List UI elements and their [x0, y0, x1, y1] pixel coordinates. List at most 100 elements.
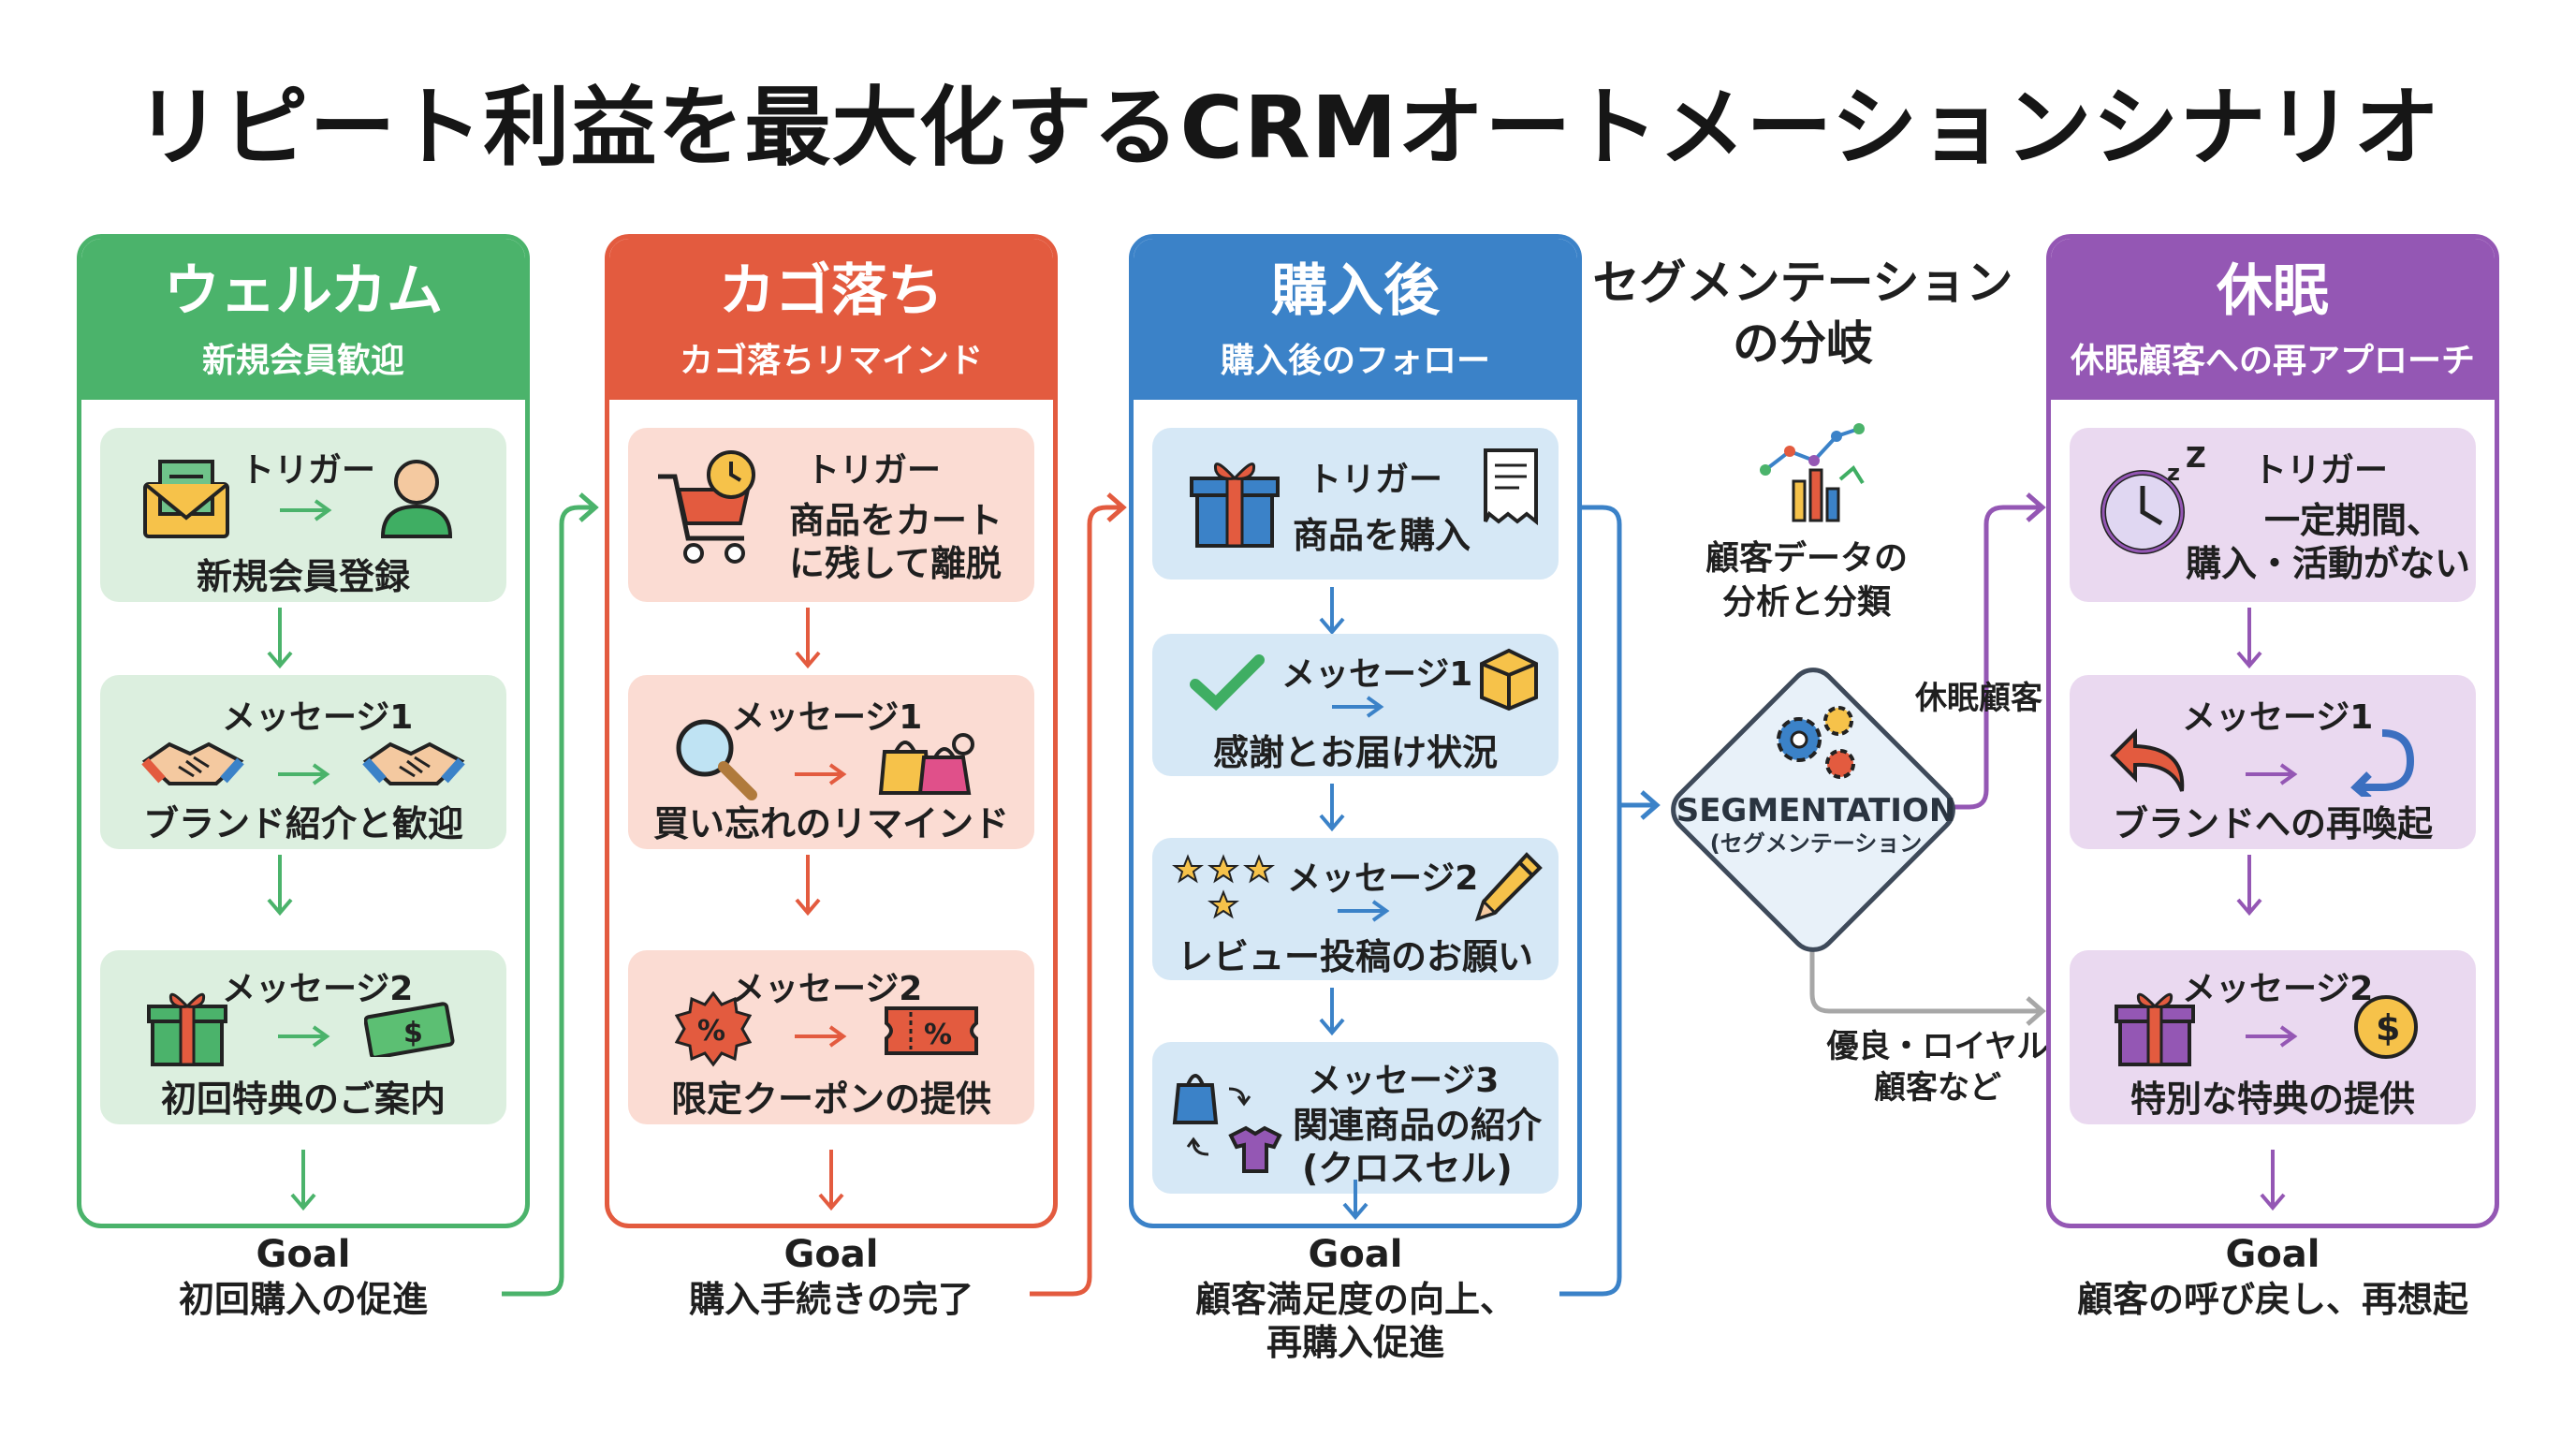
branch-loyal-label: 優良・ロイヤル 顧客など — [1807, 1026, 2069, 1108]
welcome-subtitle: 新規会員歓迎 — [201, 342, 404, 380]
svg-text:$: $ — [2376, 1007, 2400, 1049]
dormant-message2-label: メッセージ2 — [2182, 970, 2374, 1008]
dormant-subtitle: 休眠顧客への再アプローチ — [2070, 342, 2475, 380]
segmentation-analysis-line1: 顧客データの — [1705, 539, 1908, 578]
purchase-message2-label: メッセージ2 — [1287, 859, 1479, 898]
arrow-down-icon — [1342, 1180, 1368, 1221]
dormant-goal-label: Goal — [2225, 1233, 2320, 1276]
analytics-chart-icon — [1760, 423, 1865, 522]
return-arrow-icon — [2350, 729, 2415, 797]
checkmark-icon — [1190, 654, 1265, 711]
connector-welcome-to-cart — [502, 505, 593, 1297]
welcome-goal-label: Goal — [256, 1233, 351, 1276]
dormant-message1-text: ブランドへの再喚起 — [2112, 803, 2433, 844]
welcome-title: ウェルカム — [163, 258, 444, 324]
arrow-down-icon — [290, 1150, 316, 1211]
dormant-header: 休眠 休眠顧客への再アプローチ — [2051, 239, 2495, 400]
arrow-down-icon — [818, 1150, 844, 1211]
cart-message2-text: 限定クーポンの提供 — [670, 1078, 991, 1120]
arrow-right-icon — [795, 763, 847, 785]
purchase-message3-text-line2: (クロスセル) — [1302, 1148, 1513, 1189]
receipt-icon — [1484, 448, 1538, 525]
arrow-right-icon — [280, 499, 332, 521]
purchase-message3-card: メッセージ3 関連商品の紹介 (クロスセル) — [1152, 1042, 1559, 1194]
cart-message1-label: メッセージ1 — [731, 698, 923, 737]
handshake-icon — [362, 741, 465, 785]
cart-trigger-label: トリガー — [806, 451, 942, 490]
cart-title: カゴ落ち — [719, 258, 944, 324]
coin-icon: $ — [2354, 995, 2418, 1059]
cart-message2-label: メッセージ2 — [731, 970, 923, 1008]
arrow-right-icon — [1332, 696, 1384, 718]
dormant-trigger-text-line2: 購入・活動がない — [2186, 543, 2471, 584]
arrow-down-icon — [267, 855, 293, 917]
pencil-icon — [1474, 852, 1543, 922]
purchase-goal-text-line1: 顧客満足度の向上、 — [1194, 1278, 1515, 1320]
purchase-column: 購入後 購入後のフォロー トリガー 商品を購入 メッセージ1 感謝とお届け状況 — [1129, 234, 1582, 1228]
coupon-ticket-icon: % — [885, 1006, 978, 1055]
discount-badge-icon: % — [675, 991, 752, 1067]
dormant-goal: Goal 顧客の呼び戻し、再想起 — [2046, 1232, 2499, 1321]
arrow-down-icon — [1319, 988, 1345, 1036]
welcome-trigger-text: 新規会員登録 — [196, 556, 410, 597]
cart-trigger-text-line1: 商品をカート — [789, 500, 1003, 541]
welcome-message1-card: メッセージ1 ブランド紹介と歓迎 — [100, 675, 506, 849]
shopping-bags-icon — [878, 733, 974, 795]
segmentation-title-line2: の分岐 — [1733, 316, 1873, 371]
welcome-column: ウェルカム 新規会員歓迎 トリガー 新規会員登録 メッセージ1 — [77, 234, 530, 1228]
purchase-message1-text: 感謝とお届け状況 — [1212, 732, 1498, 773]
cross-sell-icon — [1172, 1074, 1282, 1173]
gift-icon — [147, 992, 227, 1066]
purchase-message1-card: メッセージ1 感謝とお届け状況 — [1152, 634, 1559, 776]
purchase-goal: Goal 顧客満足度の向上、 再購入促進 — [1129, 1232, 1582, 1365]
gift-icon — [2115, 992, 2195, 1066]
purchase-trigger-text: 商品を購入 — [1293, 515, 1471, 556]
segmentation-analysis: 顧客データの 分析と分類 — [1666, 537, 1947, 625]
purchase-message2-card: メッセージ2 レビュー投稿のお願い — [1152, 838, 1559, 980]
dormant-message2-text: 特別な特典の提供 — [2130, 1078, 2415, 1120]
branch-dormant-label: 休眠顧客 — [1915, 680, 2042, 717]
dormant-trigger-card: z Z トリガー 一定期間、 購入・活動がない — [2070, 428, 2476, 602]
svg-text:%: % — [697, 1015, 725, 1048]
arrow-right-icon — [1338, 900, 1390, 922]
purchase-trigger-card: トリガー 商品を購入 — [1152, 428, 1559, 580]
arrow-down-icon — [267, 608, 293, 669]
arrow-down-icon — [2236, 608, 2262, 669]
welcome-message2-card: メッセージ2 $ 初回特典のご案内 — [100, 950, 506, 1124]
purchase-message2-text: レビュー投稿のお願い — [1177, 936, 1533, 977]
cart-goal: Goal 購入手続きの完了 — [605, 1232, 1058, 1321]
cart-goal-text: 購入手続きの完了 — [688, 1278, 973, 1320]
envelope-icon — [143, 460, 229, 538]
arrow-right-icon — [2246, 763, 2298, 785]
welcome-message2-label: メッセージ2 — [222, 970, 414, 1008]
welcome-goal-text: 初回購入の促進 — [178, 1278, 428, 1320]
cart-message2-card: メッセージ2 % % 限定クーポンの提供 — [628, 950, 1034, 1124]
dormant-message1-card: メッセージ1 ブランドへの再喚起 — [2070, 675, 2476, 849]
dormant-message2-card: メッセージ2 $ 特別な特典の提供 — [2070, 950, 2476, 1124]
gift-icon — [1190, 462, 1280, 548]
connector-purchase-to-segmentation — [1559, 505, 1622, 1297]
purchase-message3-label: メッセージ3 — [1308, 1062, 1500, 1100]
shopping-cart-icon — [658, 450, 755, 564]
branch-loyal-line2: 顧客など — [1874, 1069, 2001, 1108]
dormant-column: 休眠 休眠顧客への再アプローチ z Z トリガー 一定期間、 購入・活動がない … — [2046, 234, 2499, 1228]
branch-loyal-line1: 優良・ロイヤル — [1826, 1028, 2049, 1065]
svg-text:z: z — [2167, 460, 2180, 486]
welcome-trigger-label: トリガー — [241, 451, 376, 490]
arrow-down-icon — [2260, 1150, 2286, 1211]
svg-text:$: $ — [403, 1017, 423, 1049]
arrow-down-icon — [1319, 784, 1345, 832]
welcome-message1-label: メッセージ1 — [222, 698, 414, 737]
welcome-trigger-card: トリガー 新規会員登録 — [100, 428, 506, 602]
purchase-subtitle: 購入後のフォロー — [1220, 342, 1490, 380]
cart-subtitle: カゴ落ちリマインド — [679, 342, 983, 380]
dormant-trigger-text-line1: 一定期間、 — [2264, 500, 2443, 541]
purchase-header: 購入後 購入後のフォロー — [1134, 239, 1577, 400]
svg-text:Z: Z — [2186, 447, 2206, 475]
welcome-message1-text: ブランド紹介と歓迎 — [142, 803, 463, 844]
purchase-goal-label: Goal — [1308, 1233, 1403, 1276]
welcome-goal: Goal 初回購入の促進 — [77, 1232, 530, 1321]
connector-cart-to-purchase — [1030, 505, 1121, 1297]
money-icon: $ — [364, 1002, 455, 1057]
